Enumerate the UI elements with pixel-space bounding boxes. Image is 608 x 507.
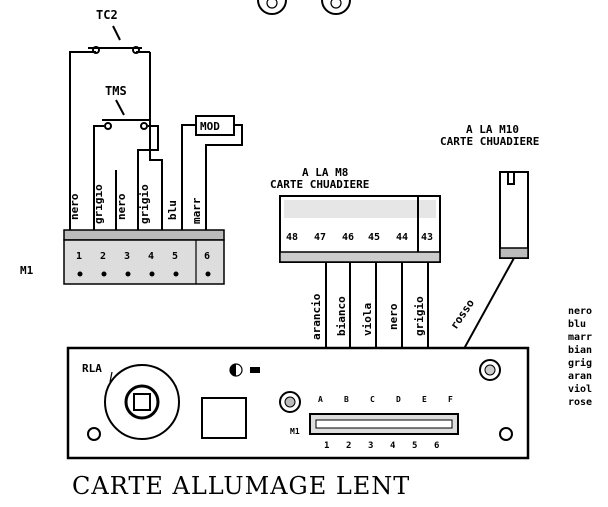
board-letter-e: E	[422, 395, 427, 404]
board-wire-label-3: viola	[361, 303, 374, 336]
mod-box	[195, 115, 235, 136]
board-wire-label-6: rosso	[448, 297, 478, 332]
m1-wire-label-1: nero	[68, 193, 81, 220]
tc2-label: TC2	[96, 8, 118, 22]
board-letter-c: C	[370, 395, 375, 404]
m1-label: M1	[20, 264, 34, 277]
m1-pin-2: 2	[100, 251, 106, 262]
legend-item-5: grig	[568, 357, 592, 369]
top-terminals	[257, 0, 351, 15]
legend-item-1: nero	[568, 306, 592, 317]
m1-connector: 1 2 3 4 5 6	[63, 229, 225, 285]
mod-label: MOD	[200, 120, 220, 133]
m10-connector	[499, 171, 529, 259]
board-num-6: 6	[434, 441, 439, 451]
square-component	[201, 397, 247, 439]
tms-label: TMS	[105, 84, 127, 98]
m8-pin-44: 44	[396, 232, 408, 243]
rla-relay	[104, 364, 180, 440]
board-wire-label-1: arancio	[310, 293, 323, 340]
legend-item-8: rose	[568, 397, 592, 408]
board-letter-b: B	[344, 395, 349, 404]
m10-ref2: CARTE CHUADIERE	[440, 135, 539, 148]
m8-pin-46: 46	[342, 232, 354, 243]
board-num-2: 2	[346, 441, 351, 451]
m1-wire-label-3: nero	[115, 193, 128, 220]
m1-pin-3: 3	[124, 251, 130, 262]
board-m1-label: M1	[290, 427, 300, 436]
mount-hole-left	[87, 427, 101, 441]
board-wire-labels: arancio bianco viola nero grigio rosso	[310, 293, 477, 340]
rla-label: RLA	[82, 362, 102, 375]
m1-pin-5: 5	[172, 251, 178, 262]
m1-pin-1: 1	[76, 251, 82, 262]
potentiometer	[279, 391, 301, 413]
board-num-5: 5	[412, 441, 417, 451]
board-wire-label-2: bianco	[335, 296, 348, 336]
m1-wire-label-4: grigio	[138, 184, 151, 224]
legend-item-4: bian	[568, 344, 592, 356]
m8-pin-45: 45	[368, 232, 380, 243]
m1-wire-label-2: grigio	[92, 184, 105, 224]
mount-hole-right	[499, 427, 513, 441]
m1-pin-6: 6	[204, 251, 210, 262]
legend-item-2: blu	[568, 319, 586, 330]
m8-pin-48: 48	[286, 232, 298, 243]
m8-connector: 48 47 46 45 44 43	[279, 195, 441, 263]
legend-item-7: viol	[568, 383, 592, 395]
diagram-title: CARTE ALLUMAGE LENT	[72, 472, 410, 500]
legend-item-3: marr	[568, 332, 592, 343]
tc2-switch	[82, 25, 150, 54]
board-letter-f: F	[448, 395, 453, 404]
board-num-4: 4	[390, 441, 396, 451]
legend-item-6: aran	[568, 371, 592, 382]
ignition-board: RLA A B C D E F M1 1 2 3 4 5 6	[66, 346, 530, 460]
m8-pin-47: 47	[314, 232, 326, 243]
m1-wiring	[69, 51, 243, 232]
board-letter-a: A	[318, 395, 323, 404]
m1-wire-label-6: marr	[190, 197, 203, 224]
board-letter-d: D	[396, 395, 401, 404]
m8-ref: A LA M8	[302, 166, 348, 179]
m1-pin-4: 4	[148, 251, 154, 262]
m8-pin-43: 43	[421, 232, 433, 243]
board-wire-label-5: grigio	[413, 296, 426, 336]
m8-ref2: CARTE CHUADIERE	[270, 178, 369, 191]
m10-ref: A LA M10	[466, 123, 519, 136]
right-knob	[479, 359, 501, 381]
tms-switch	[102, 99, 150, 130]
m1-wire-label-5: blu	[166, 200, 179, 220]
board-num-1: 1	[324, 441, 329, 451]
board-num-3: 3	[368, 441, 373, 451]
board-wire-label-4: nero	[387, 303, 400, 330]
m1-wire-labels: nero grigio nero grigio blu marr	[68, 184, 203, 224]
color-legend: nero blu marr bian grig aran viol rose	[568, 306, 592, 408]
